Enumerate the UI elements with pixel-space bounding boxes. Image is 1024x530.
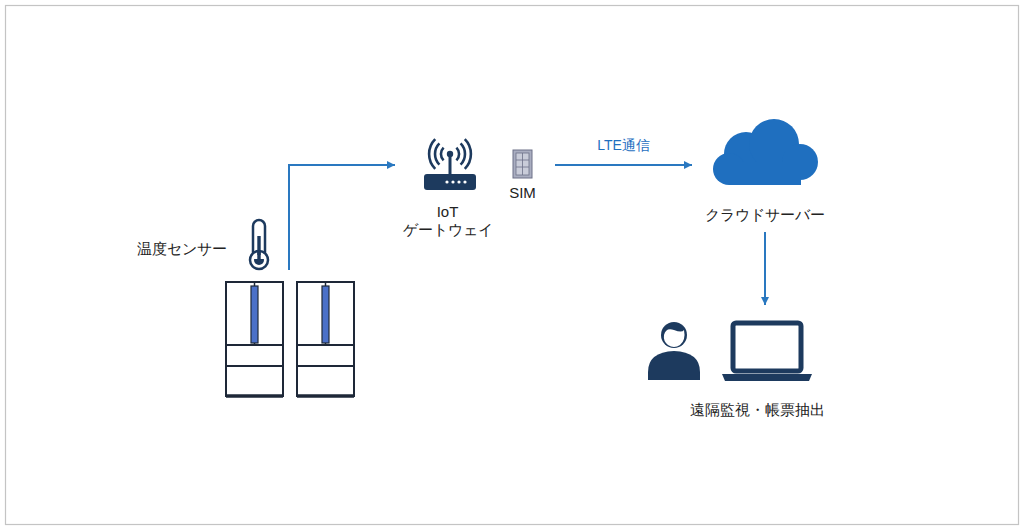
router-led	[445, 180, 448, 183]
node-label: 温度センサー	[137, 240, 237, 258]
node-label: SIM	[490, 184, 555, 202]
signal-wave	[429, 139, 471, 169]
sim-chip-line	[516, 160, 529, 161]
refrigerator-divider	[226, 365, 283, 367]
gateway-node: IoT ゲートウェイ	[395, 135, 500, 240]
router-icon	[424, 139, 476, 190]
router-led	[457, 180, 460, 183]
refrigerator-base	[226, 394, 283, 398]
sim-chip-line	[516, 167, 529, 168]
cloud-node: クラウドサーバー	[692, 112, 838, 232]
refrigerator-body	[226, 282, 283, 396]
refrigerator-icon	[226, 282, 283, 396]
cloud-base	[729, 162, 801, 185]
flow-arrow	[555, 164, 692, 166]
refrigerator-handle	[251, 286, 258, 343]
refrigerator-body	[297, 282, 354, 396]
user-body	[648, 351, 700, 380]
node-label: クラウドサーバー	[692, 206, 838, 224]
laptop-base	[722, 374, 812, 381]
frame-border	[6, 6, 1019, 525]
router-antenna-tip	[447, 151, 453, 157]
edge-label: LTE通信	[564, 136, 684, 154]
user-head	[661, 322, 687, 348]
sim-card-icon	[513, 150, 532, 178]
sensor-node: 温度センサー	[222, 270, 358, 398]
sim-chip	[516, 153, 529, 175]
router-led	[463, 180, 466, 183]
sim-chip-line	[522, 153, 523, 175]
user-face	[664, 329, 685, 347]
router-antenna	[449, 155, 452, 174]
refrigerator-handle	[322, 286, 329, 343]
cloud-icon	[713, 119, 818, 185]
flow-arrow	[764, 232, 766, 305]
thermometer-mercury	[257, 250, 260, 262]
node-label: 遠隔監視・帳票抽出	[645, 401, 870, 419]
thermometer-icon	[250, 220, 268, 269]
node-label: IoT ゲートウェイ	[395, 203, 500, 239]
refrigerator-divider	[297, 365, 354, 367]
laptop-icon	[722, 323, 812, 381]
router-led	[451, 180, 454, 183]
router-body	[424, 174, 476, 190]
thermometer-bulb	[250, 251, 268, 269]
signal-wave	[435, 143, 465, 164]
user-icon	[648, 322, 700, 380]
flow-arrow	[289, 165, 395, 270]
signal-wave	[441, 148, 459, 161]
refrigerator-icon	[297, 282, 354, 396]
monitor-node: 遠隔監視・帳票抽出	[645, 305, 870, 425]
sim-card-body	[513, 150, 532, 178]
laptop-screen	[733, 323, 801, 371]
sim-node: SIM	[490, 145, 555, 205]
refrigerator-base	[297, 394, 354, 398]
